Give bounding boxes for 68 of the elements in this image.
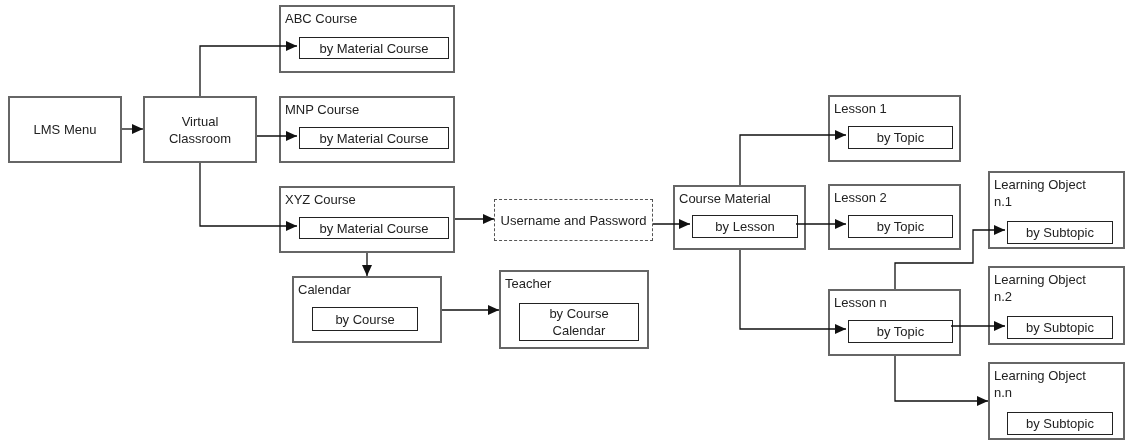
box-label: LMS Menu xyxy=(33,121,97,138)
arrow xyxy=(795,219,847,229)
group-box xyxy=(988,171,1125,249)
sub-box xyxy=(1007,221,1113,244)
box-label: by Material Course xyxy=(319,129,429,147)
box-label: Learning Object n.n xyxy=(994,367,1087,401)
group-box xyxy=(279,186,455,253)
sub-box xyxy=(299,37,449,59)
sub-box xyxy=(299,217,449,239)
group-box xyxy=(988,362,1125,440)
box-label: by Lesson xyxy=(715,218,775,235)
box-label: Lesson 1 xyxy=(834,100,887,117)
group-box xyxy=(279,96,455,163)
sub-box xyxy=(519,303,639,341)
arrow xyxy=(739,130,847,186)
sub-box xyxy=(1007,412,1113,435)
arrow xyxy=(441,305,500,315)
arrow xyxy=(894,355,989,406)
box-label: MNP Course xyxy=(285,101,360,118)
box-label: by Topic xyxy=(876,129,925,146)
box-label: Learning Object n.1 xyxy=(994,176,1087,210)
box-label: by Subtopic xyxy=(1026,415,1094,432)
box-label: by Course xyxy=(335,310,395,328)
box-label: by Topic xyxy=(876,323,925,340)
arrow xyxy=(121,124,144,134)
group-box xyxy=(673,185,806,250)
box-label: Lesson 2 xyxy=(834,189,887,206)
box-label: Course Material xyxy=(679,190,771,207)
dashed-box xyxy=(494,199,653,241)
sub-box xyxy=(692,215,798,238)
sub-box xyxy=(848,215,953,238)
box-label: Username and Password xyxy=(500,211,647,229)
group-box xyxy=(828,95,961,162)
arrow xyxy=(454,214,495,224)
box-label: by Topic xyxy=(876,218,925,235)
arrow xyxy=(199,41,298,97)
box-label: by Material Course xyxy=(319,219,429,237)
sub-box xyxy=(299,127,449,149)
box-label: Virtual Classroom xyxy=(167,112,233,147)
box-label: Calendar xyxy=(298,281,351,298)
arrow xyxy=(362,252,372,277)
box-label: by Subtopic xyxy=(1026,224,1094,241)
box-label: by Material Course xyxy=(319,39,429,57)
arrow xyxy=(739,249,847,334)
arrow xyxy=(652,219,691,229)
sub-box xyxy=(848,126,953,149)
group-box xyxy=(828,184,961,250)
group-box xyxy=(499,270,649,349)
sub-box xyxy=(1007,316,1113,339)
box-label: by Subtopic xyxy=(1026,319,1094,336)
group-box xyxy=(292,276,442,343)
arrow xyxy=(256,131,298,141)
arrow xyxy=(894,225,1006,290)
box-label: Learning Object n.2 xyxy=(994,271,1087,305)
sub-box xyxy=(848,320,953,343)
arrow xyxy=(199,162,298,231)
group-box xyxy=(279,5,455,73)
box-label: ABC Course xyxy=(285,10,358,27)
box-label: by Course Calendar xyxy=(548,305,610,339)
group-box xyxy=(988,266,1125,345)
process-box xyxy=(143,96,257,163)
box-label: XYZ Course xyxy=(285,191,356,208)
box-label: Lesson n xyxy=(834,294,887,311)
arrow xyxy=(950,321,1006,331)
box-label: Teacher xyxy=(505,275,552,292)
process-box xyxy=(8,96,122,163)
group-box xyxy=(828,289,961,356)
sub-box xyxy=(312,307,418,331)
